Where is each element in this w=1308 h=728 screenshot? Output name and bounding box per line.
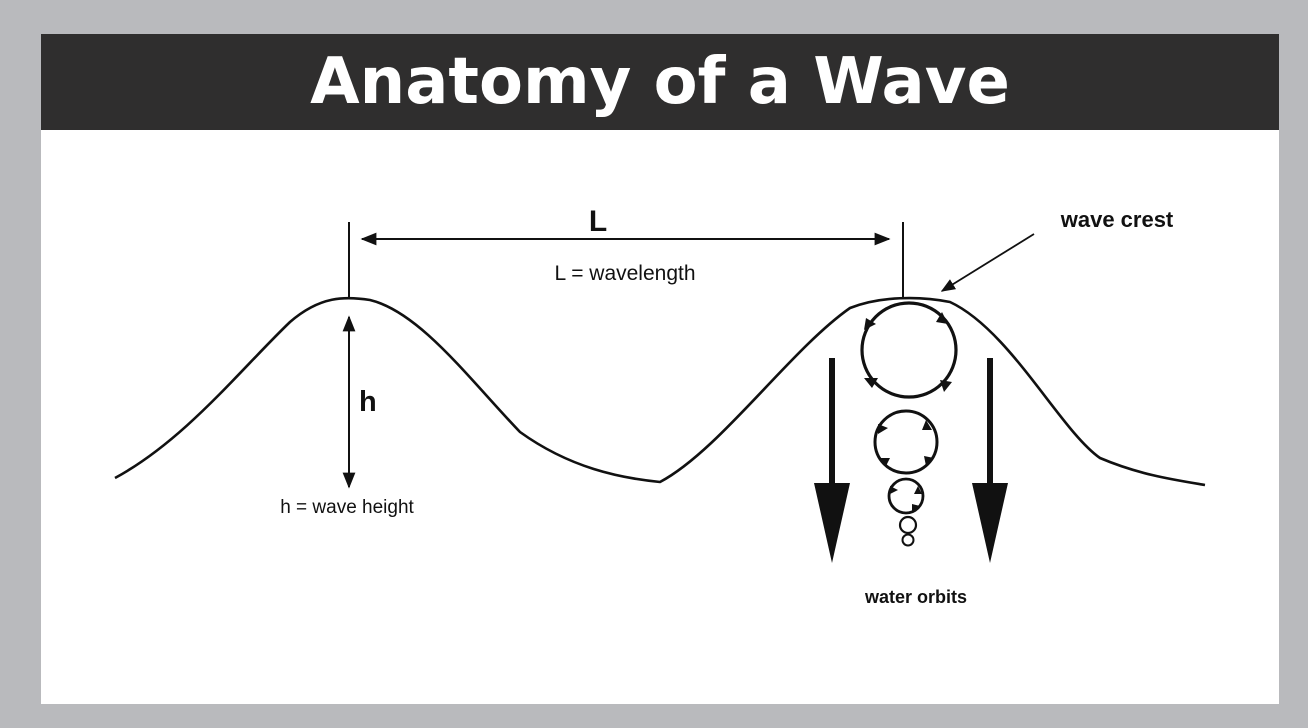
crest-pointer (940, 233, 1035, 292)
orbit-small (887, 477, 925, 515)
diagram-panel: Anatomy of a Wave (41, 34, 1279, 704)
page-title: Anatomy of a Wave (310, 45, 1010, 119)
crest-label: wave crest (1060, 207, 1174, 232)
wavelength-symbol: L (589, 205, 607, 238)
orbit-medium (873, 409, 939, 475)
orbits-label: water orbits (864, 587, 967, 607)
orbit-tiny (898, 515, 918, 547)
wave-profile (114, 296, 1206, 487)
orbit-large (860, 301, 958, 399)
down-arrow-right (972, 358, 1008, 563)
title-bar: Anatomy of a Wave (41, 34, 1279, 130)
wavelength-definition: L = wavelength (554, 262, 695, 285)
height-definition: h = wave height (280, 497, 414, 518)
down-arrow-left (814, 358, 850, 563)
height-symbol: h (359, 386, 377, 418)
